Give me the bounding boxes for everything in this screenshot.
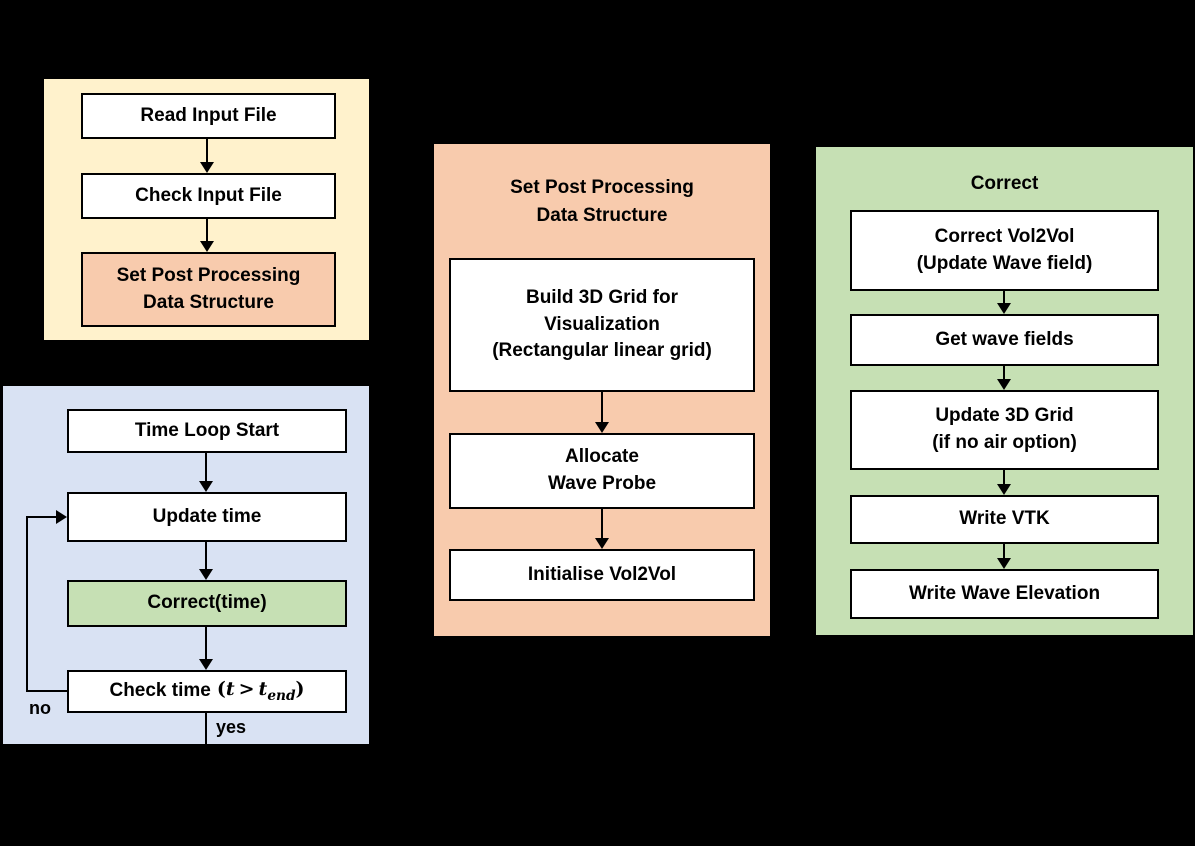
read-input-file-box: Read Input File xyxy=(81,93,336,139)
arrow-down-icon xyxy=(997,366,1011,390)
arrow-down-icon xyxy=(997,470,1011,495)
arrow-down-icon xyxy=(200,219,214,252)
post-processing-panel: Set Post Processing Data Structure Build… xyxy=(434,144,770,636)
check-time-box: Check time(t>tend) xyxy=(67,670,347,713)
time-loop-start-box: Time Loop Start xyxy=(67,409,347,453)
yes-label: yes xyxy=(216,717,247,737)
write-vtk-box: Write VTK xyxy=(850,495,1159,544)
loop-arrowhead-icon xyxy=(56,510,67,524)
time-loop-panel: Time Loop Start Update time Correct(time… xyxy=(3,386,369,744)
loop-line-vertical xyxy=(26,516,28,692)
check-time-label: Check time xyxy=(109,680,211,702)
no-label: no xyxy=(29,698,51,718)
post-processing-title: Set Post Processing Data Structure xyxy=(510,177,694,226)
initialise-vol2vol-box: Initialise Vol2Vol xyxy=(449,549,755,601)
correct-title: Correct xyxy=(970,173,1039,194)
check-input-file-box: Check Input File xyxy=(81,173,336,219)
loop-line-bottom xyxy=(27,690,67,692)
arrow-down-icon xyxy=(199,627,213,670)
check-time-condition: (t>tend) xyxy=(216,678,305,705)
write-wave-elevation-box: Write Wave Elevation xyxy=(850,569,1159,619)
loop-line-top xyxy=(27,516,57,518)
build-3d-grid-box: Build 3D Grid for Visualization (Rectang… xyxy=(449,258,755,392)
correct-panel: Correct Correct Vol2Vol (Update Wave fie… xyxy=(816,147,1193,635)
correct-time-box: Correct(time) xyxy=(67,580,347,627)
update-time-box: Update time xyxy=(67,492,347,542)
arrow-down-icon xyxy=(595,509,609,549)
yes-exit-line xyxy=(205,713,207,744)
set-post-processing-box: Set Post Processing Data Structure xyxy=(81,252,336,327)
arrow-down-icon xyxy=(200,139,214,173)
arrow-down-icon xyxy=(199,453,213,492)
get-wave-fields-box: Get wave fields xyxy=(850,314,1159,366)
arrow-down-icon xyxy=(199,542,213,580)
arrow-down-icon xyxy=(997,544,1011,569)
correct-vol2vol-box: Correct Vol2Vol (Update Wave field) xyxy=(850,210,1159,291)
allocate-wave-probe-box: Allocate Wave Probe xyxy=(449,433,755,509)
arrow-down-icon xyxy=(997,291,1011,314)
arrow-down-icon xyxy=(595,392,609,433)
init-panel: Read Input File Check Input File Set Pos… xyxy=(44,79,369,340)
update-3d-grid-box: Update 3D Grid (if no air option) xyxy=(850,390,1159,470)
